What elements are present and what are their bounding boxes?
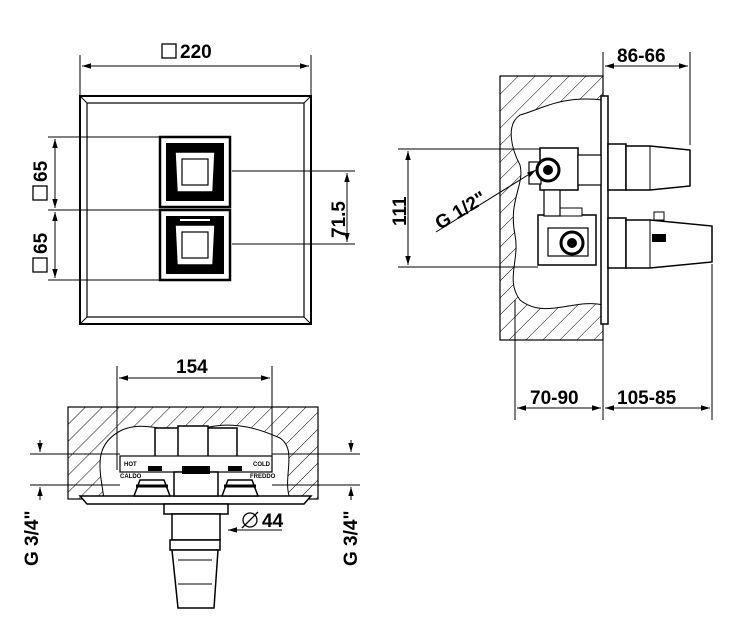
- right-thread-size-label: G 3/4": [341, 511, 362, 566]
- bottom-left-knob: [132, 479, 172, 497]
- cold-label-line1: COLD: [253, 462, 271, 468]
- hot-label-line1: HOT: [124, 462, 137, 468]
- upper-control-knob: [158, 135, 232, 209]
- front-width-label: 220: [180, 42, 212, 63]
- diameter-symbol: [242, 512, 258, 528]
- bottom-right-knob: [220, 479, 260, 497]
- upper-knob-size-label: 65: [31, 160, 52, 182]
- projection-label: 105-85: [617, 388, 677, 409]
- knob-spacing-label: 71.5: [329, 201, 350, 238]
- spout: [163, 503, 229, 609]
- bottom-cover-plate: [78, 495, 313, 505]
- front-view: 220 65 65 71.5: [31, 42, 355, 325]
- bottom-view: HOT CALDO COLD FREDDO 154: [22, 357, 362, 609]
- inlet-spacing-label: 111: [390, 196, 411, 226]
- lower-cartridge: [607, 211, 713, 269]
- thread-size-label: G 1/2": [432, 188, 490, 235]
- wall-depth-label: 70-90: [530, 388, 579, 409]
- left-thread-size-label: G 3/4": [22, 511, 43, 566]
- spout-diameter-label: 44: [262, 511, 284, 532]
- lower-knob-size-label: 65: [31, 232, 52, 254]
- hot-label-line2: CALDO: [120, 474, 142, 480]
- thread-leader-line: [435, 169, 537, 233]
- lower-control-knob: [158, 208, 232, 282]
- bottom-width-label: 154: [176, 357, 208, 378]
- side-cover-plate: [600, 95, 609, 325]
- top-depth-label: 86-66: [617, 46, 666, 67]
- upper-cartridge: [607, 143, 691, 191]
- side-view: 86-66 111 G 1/2" 70-90 105-85: [390, 46, 713, 420]
- cold-label-line2: FREDDO: [250, 474, 276, 480]
- square-symbol: [161, 43, 177, 59]
